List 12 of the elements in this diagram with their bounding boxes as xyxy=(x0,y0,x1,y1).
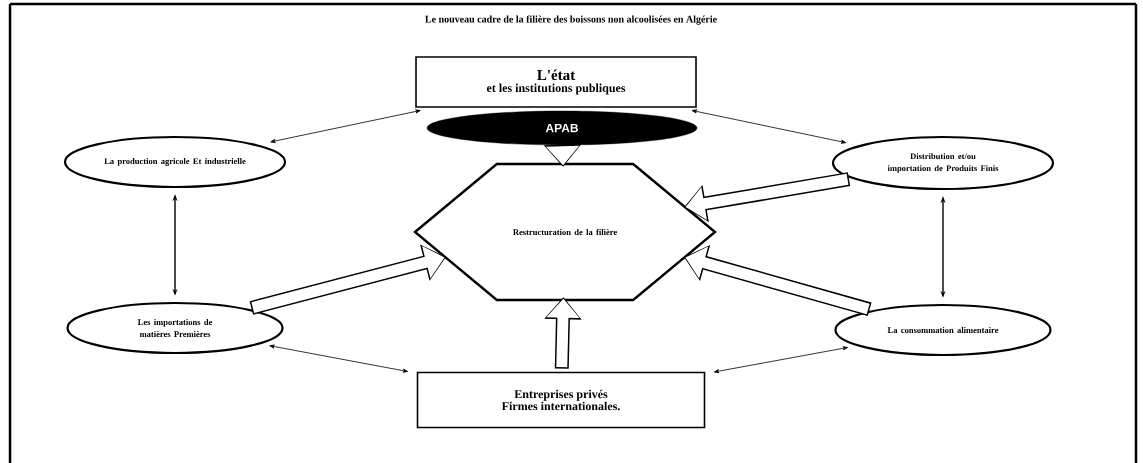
arrow xyxy=(713,346,848,374)
text-box: L'état et les institutions publiques xyxy=(415,56,697,108)
ellipse-node: La production agricole Et industrielle xyxy=(63,135,287,189)
arrow xyxy=(691,109,847,144)
text-box: Entreprises privés Firmes internationales. xyxy=(416,371,706,429)
arrow xyxy=(269,344,409,373)
ellipse-node: La consommation alimentaire xyxy=(834,303,1052,357)
arrow xyxy=(270,109,421,143)
ellipse-node: Les importations de matières Premières xyxy=(66,301,284,355)
hexagon-node: Restructuration de la filière xyxy=(413,162,717,302)
ellipse-node: Distribution et/ou importation de Produits Finis xyxy=(831,135,1055,191)
title: Le nouveau cadre de la filière des boissons non alcoolisées en Algérie xyxy=(425,15,717,25)
